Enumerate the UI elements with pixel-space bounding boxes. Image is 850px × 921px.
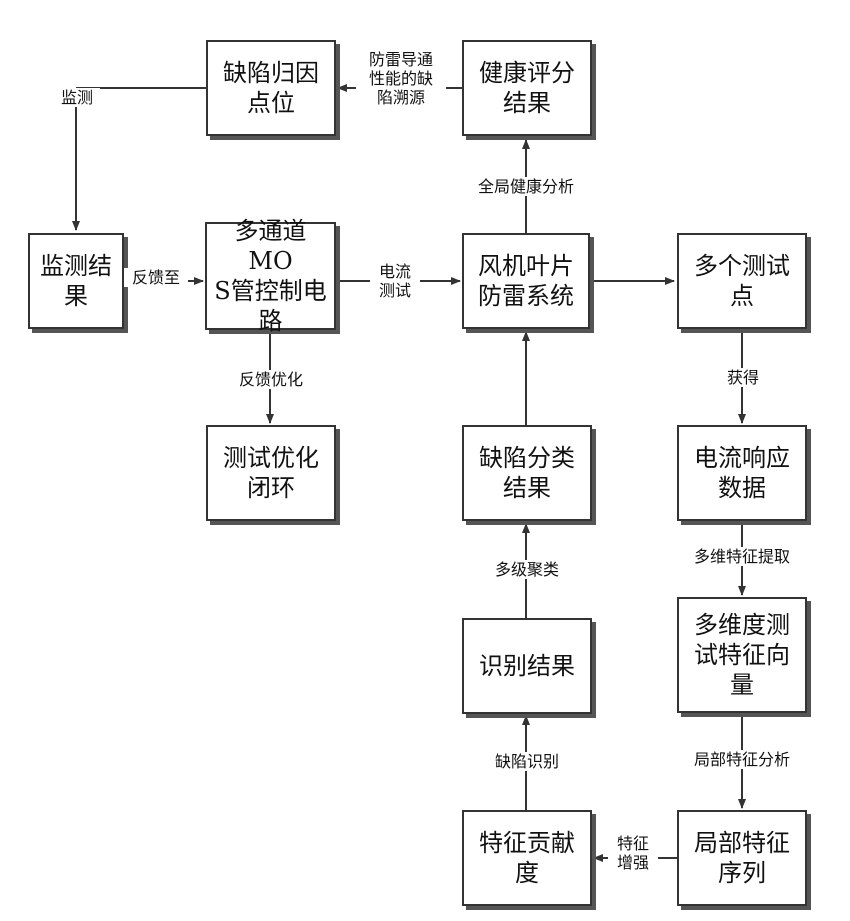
label-defect-recognition: 缺陷识别	[482, 752, 572, 771]
label-multi-cluster: 多级聚类	[482, 560, 572, 579]
label-monitor: 监测	[54, 88, 100, 107]
node-defect-attribution-point: 缺陷归因 点位	[206, 40, 336, 136]
node-test-points: 多个测试 点	[677, 233, 807, 329]
node-fan-lightning-system: 风机叶片 防雷系统	[462, 233, 590, 329]
node-feature-vector: 多维度测 试特征向 量	[677, 597, 807, 713]
label-feedback-to: 反馈至	[124, 268, 188, 287]
node-health-score-result: 健康评分 结果	[462, 40, 592, 136]
node-feature-contribution: 特征贡献 度	[462, 810, 592, 906]
node-test-optimization-loop: 测试优化 闭环	[206, 425, 336, 521]
label-global-health: 全局健康分析	[462, 177, 590, 196]
label-multi-feature: 多维特征提取	[678, 547, 806, 566]
node-current-response-data: 电流响应 数据	[677, 425, 807, 521]
node-mos-control-circuit: 多通道MO S管控制电 路	[205, 222, 336, 330]
label-feedback-optimize: 反馈优化	[226, 370, 316, 389]
label-obtain: 获得	[720, 368, 766, 387]
node-defect-classification: 缺陷分类 结果	[462, 425, 592, 521]
label-local-analysis: 局部特征分析	[678, 750, 806, 769]
label-traceability: 防雷导通 性能的缺 陷溯源	[356, 50, 446, 107]
node-local-feature-sequence: 局部特征 序列	[677, 810, 807, 906]
label-feature-enhance: 特征 增强	[608, 834, 658, 872]
node-recognition-result: 识别结果	[462, 618, 592, 714]
label-current-test: 电流 测试	[370, 262, 420, 300]
node-monitor-result: 监测结 果	[28, 233, 124, 329]
